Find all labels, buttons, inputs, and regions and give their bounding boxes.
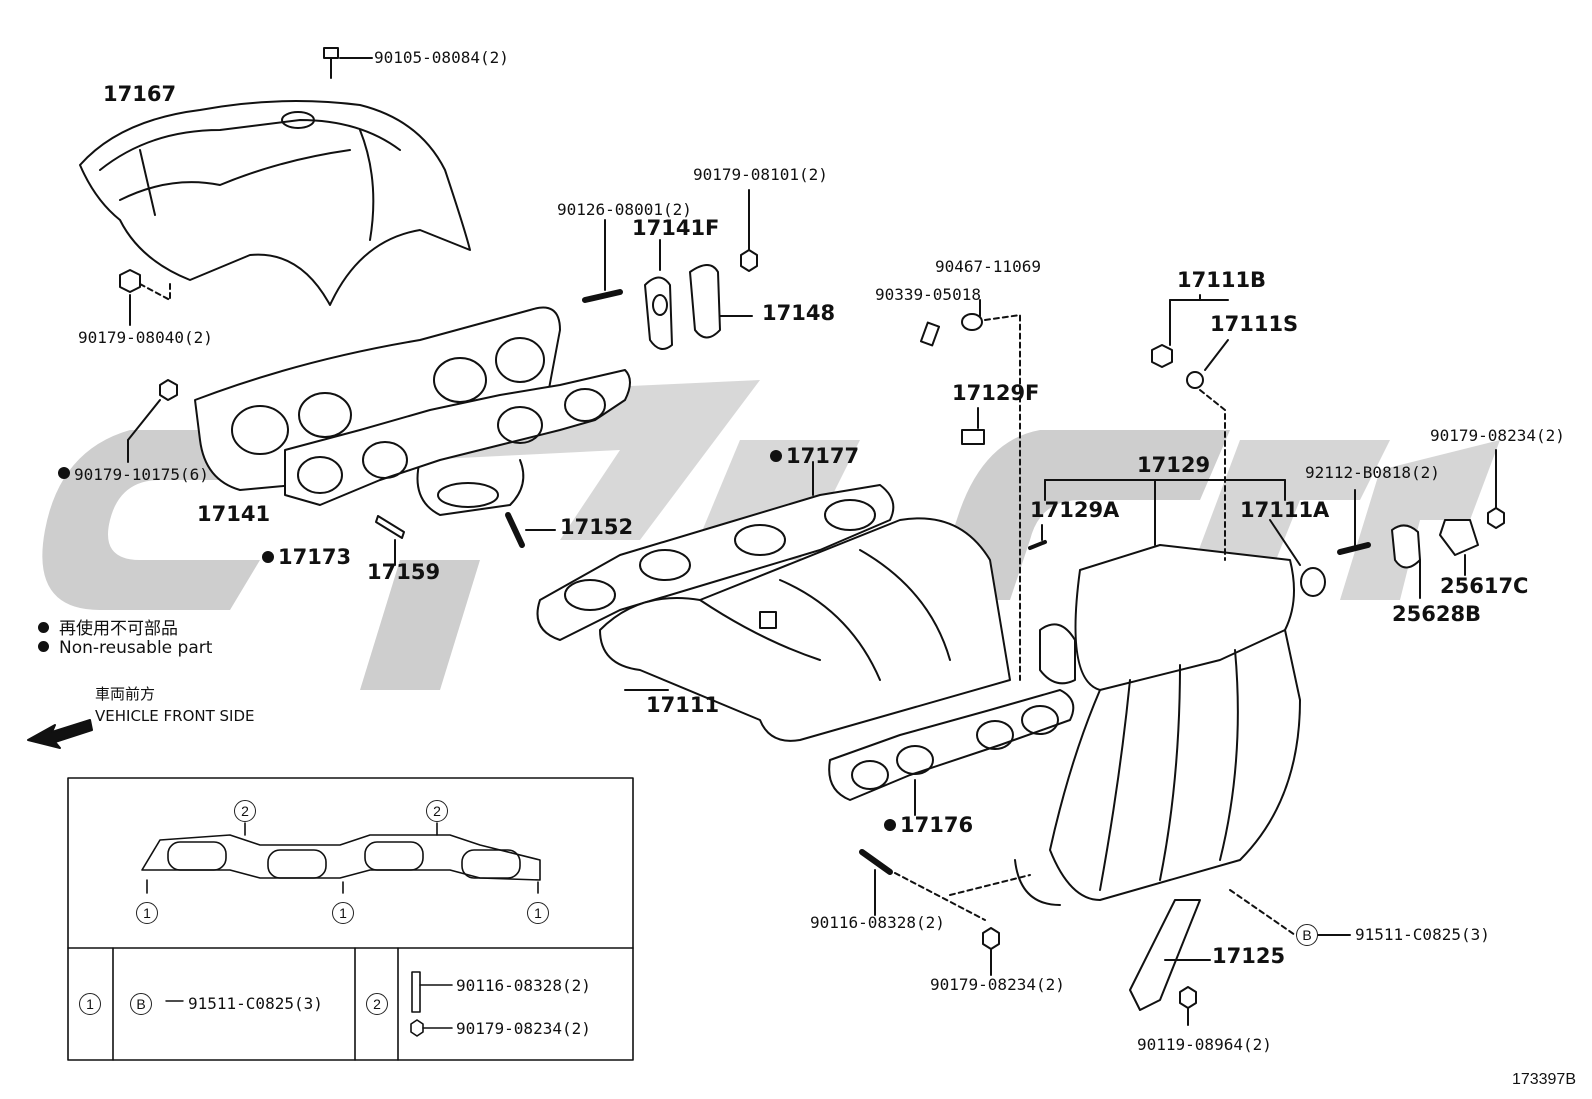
label-17129A[interactable]: 17129A bbox=[1030, 498, 1120, 522]
legend-jp-text: 再使用不可部品 bbox=[59, 619, 178, 639]
inset-row1-circle: 1 bbox=[79, 993, 101, 1015]
inset-circle-1-right: 1 bbox=[527, 902, 549, 924]
cap-17111S bbox=[1186, 339, 1229, 561]
cap-17111A bbox=[1269, 519, 1301, 566]
label-17167[interactable]: 17167 bbox=[103, 82, 177, 106]
inset-table bbox=[67, 777, 634, 1061]
label-17111B[interactable]: 17111B bbox=[1177, 268, 1267, 292]
gasket-17176 bbox=[828, 689, 1075, 816]
label-25628B[interactable]: 25628B bbox=[1392, 602, 1482, 626]
plug-17129F bbox=[961, 407, 985, 445]
legend-en-text: Non-reusable part bbox=[59, 638, 213, 658]
nut-90179-10175 bbox=[127, 379, 178, 463]
plate-17148 bbox=[689, 264, 753, 339]
label-17176[interactable]: 17176 bbox=[884, 815, 973, 836]
label-90179-10175[interactable]: 90179-10175(6) bbox=[58, 467, 209, 483]
nut-90179-08234-right bbox=[1487, 449, 1505, 529]
front-side-en: VEHICLE FRONT SIDE bbox=[95, 707, 255, 725]
inset-circle-1-mid: 1 bbox=[332, 902, 354, 924]
exhaust-manifold-17141 bbox=[194, 306, 561, 516]
front-side-jp: 車両前方 bbox=[95, 685, 156, 703]
label-17129[interactable]: 17129 bbox=[1137, 453, 1211, 477]
inset-circle-2-right: 2 bbox=[426, 800, 448, 822]
intake-plenum-17129 bbox=[1014, 479, 1326, 906]
label-17125[interactable]: 17125 bbox=[1212, 944, 1286, 968]
label-90105-08084[interactable]: 90105-08084(2) bbox=[374, 48, 509, 67]
stay-17125 bbox=[1129, 899, 1211, 1011]
label-90126-08001[interactable]: 90126-08001(2) bbox=[557, 200, 692, 219]
stud-92112 bbox=[1337, 489, 1371, 555]
nut-90179-08040 bbox=[119, 269, 171, 326]
label-90179-08040[interactable]: 90179-08040(2) bbox=[78, 328, 213, 347]
inset-circle-2-left: 2 bbox=[234, 800, 256, 822]
label-17173[interactable]: 17173 bbox=[262, 547, 351, 568]
document-code: 173397B bbox=[1511, 1071, 1576, 1088]
gasket-25628B bbox=[1391, 524, 1421, 599]
pin-17129A bbox=[1028, 524, 1047, 550]
bolt-17111B bbox=[1151, 294, 1229, 368]
stud-90126 bbox=[582, 219, 623, 303]
label-90119-08964[interactable]: 90119-08964(2) bbox=[1137, 1035, 1272, 1054]
gasket-17177 bbox=[536, 461, 895, 641]
inset-circle-1-left: 1 bbox=[136, 902, 158, 924]
stud-17159 bbox=[375, 515, 405, 566]
nut-90179-08234-bottom bbox=[982, 927, 1000, 976]
gasket-17173 bbox=[284, 369, 631, 506]
label-90467-11069[interactable]: 90467-11069 bbox=[935, 257, 1041, 276]
label-91511-C0825[interactable]: 91511-C0825(3) bbox=[1355, 925, 1490, 944]
inset-row1-b-circle: B bbox=[130, 993, 152, 1015]
non-reusable-dot-icon bbox=[38, 622, 49, 633]
label-17141F[interactable]: 17141F bbox=[632, 216, 720, 240]
circle-b-badge: B bbox=[1296, 924, 1318, 946]
bolt-90119 bbox=[1179, 986, 1197, 1026]
label-90339-05018[interactable]: 90339-05018 bbox=[875, 285, 981, 304]
nut-90179-08101 bbox=[740, 189, 758, 272]
label-17111[interactable]: 17111 bbox=[646, 693, 720, 717]
non-reusable-dot-icon bbox=[38, 641, 49, 652]
clamp-90467 bbox=[961, 299, 1021, 681]
bolt-91511 bbox=[1229, 889, 1351, 936]
label-90179-08234-right[interactable]: 90179-08234(2) bbox=[1430, 426, 1565, 445]
label-17141[interactable]: 17141 bbox=[197, 502, 271, 526]
legend-en: Non-reusable part bbox=[38, 638, 212, 658]
stud-17152 bbox=[505, 512, 556, 548]
inset-row2-circle: 2 bbox=[366, 993, 388, 1015]
label-17111A[interactable]: 17111A bbox=[1240, 498, 1330, 522]
heat-shield-17167 bbox=[79, 100, 471, 306]
label-90116-08328[interactable]: 90116-08328(2) bbox=[810, 913, 945, 932]
front-arrow-icon bbox=[27, 719, 93, 749]
label-17148[interactable]: 17148 bbox=[762, 301, 836, 325]
label-17152[interactable]: 17152 bbox=[560, 515, 634, 539]
label-17111S[interactable]: 17111S bbox=[1210, 312, 1299, 336]
intake-manifold-17111 bbox=[599, 517, 1011, 742]
label-92112-B0818[interactable]: 92112-B0818(2) bbox=[1305, 463, 1440, 482]
legend-jp: 再使用不可部品 bbox=[38, 614, 178, 639]
inset-row2-part-stud[interactable]: 90116-08328(2) bbox=[456, 976, 591, 995]
plate-25617C bbox=[1439, 519, 1479, 576]
label-25617C[interactable]: 25617C bbox=[1440, 574, 1529, 598]
label-90179-08234-bottom[interactable]: 90179-08234(2) bbox=[930, 975, 1065, 994]
stud-90116 bbox=[859, 849, 1031, 921]
label-90179-08101[interactable]: 90179-08101(2) bbox=[693, 165, 828, 184]
label-17159[interactable]: 17159 bbox=[367, 560, 441, 584]
bolt-90339 bbox=[919, 321, 941, 347]
label-17177[interactable]: 17177 bbox=[770, 446, 859, 467]
inset-row1-part[interactable]: 91511-C0825(3) bbox=[188, 994, 323, 1013]
bolt-90105 bbox=[323, 47, 373, 79]
label-17129F[interactable]: 17129F bbox=[952, 381, 1040, 405]
inset-row2-part-nut[interactable]: 90179-08234(2) bbox=[456, 1019, 591, 1038]
gasket-17141F bbox=[644, 239, 673, 350]
